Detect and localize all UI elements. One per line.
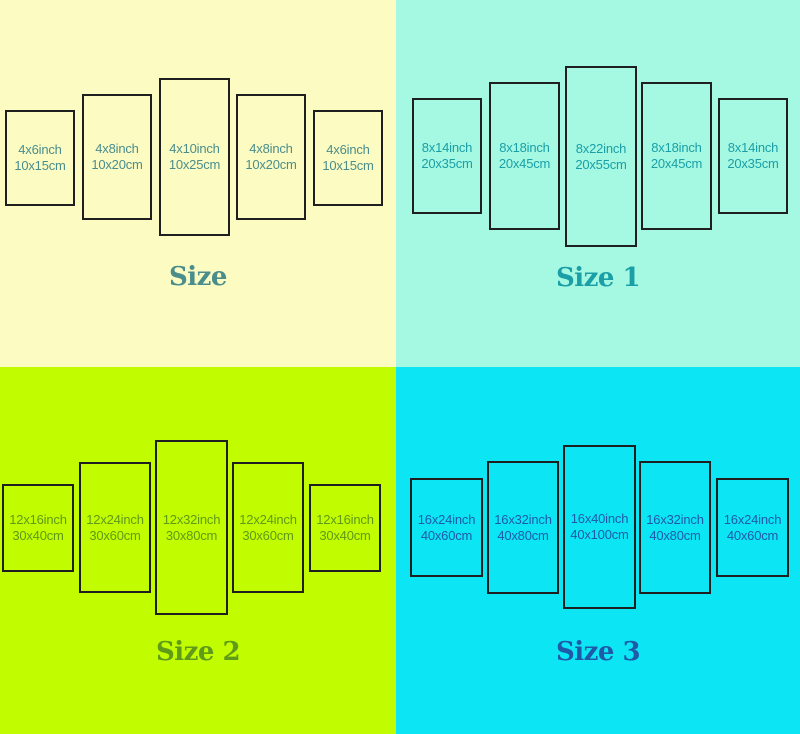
canvas-panel-3: 4x10inch 10x25cm bbox=[159, 78, 230, 236]
section-title: Size bbox=[169, 262, 227, 292]
canvas-panel-3: 8x22inch 20x55cm bbox=[565, 66, 637, 247]
canvas-panel-2: 16x32inch 40x80cm bbox=[487, 461, 559, 594]
canvas-panel-4: 4x8inch 10x20cm bbox=[236, 94, 306, 220]
canvas-panel-4: 16x32inch 40x80cm bbox=[639, 461, 711, 594]
panel-inch-label: 16x40inch bbox=[570, 511, 629, 526]
panel-inch-label: 4x8inch bbox=[95, 141, 139, 156]
canvas-panel-1: 16x24inch 40x60cm bbox=[410, 478, 483, 577]
panel-cm-label: 40x80cm bbox=[649, 527, 701, 543]
panel-inch-label: 4x8inch bbox=[249, 141, 293, 156]
canvas-panel-3: 12x32inch 30x80cm bbox=[155, 440, 228, 615]
size-section-0: 4x6inch 10x15cm 4x8inch 10x20cm 4x10inch… bbox=[0, 0, 396, 367]
panel-inch-label: 8x18inch bbox=[499, 140, 550, 155]
panel-cm-label: 20x55cm bbox=[575, 156, 627, 172]
panel-inch-label: 4x10inch bbox=[169, 141, 220, 156]
panel-cm-label: 20x35cm bbox=[727, 156, 779, 171]
canvas-panel-1: 4x6inch 10x15cm bbox=[5, 110, 75, 206]
panel-inch-label: 4x6inch bbox=[18, 142, 62, 157]
section-title: Size 3 bbox=[555, 637, 641, 667]
panel-inch-label: 12x24inch bbox=[86, 511, 144, 527]
canvas-panel-2: 8x18inch 20x45cm bbox=[489, 82, 560, 230]
panel-inch-label: 12x16inch bbox=[9, 512, 67, 527]
panel-cm-label: 40x80cm bbox=[497, 527, 549, 543]
canvas-panel-5: 4x6inch 10x15cm bbox=[313, 110, 383, 206]
canvas-panel-5: 16x24inch 40x60cm bbox=[716, 478, 789, 577]
panel-inch-label: 8x14inch bbox=[727, 140, 779, 155]
canvas-panel-5: 8x14inch 20x35cm bbox=[718, 98, 788, 214]
panel-inch-label: 4x6inch bbox=[326, 142, 370, 157]
panel-cm-label: 40x60cm bbox=[420, 527, 473, 543]
canvas-panel-2: 4x8inch 10x20cm bbox=[82, 94, 152, 220]
canvas-panel-2: 12x24inch 30x60cm bbox=[79, 462, 151, 593]
panel-inch-label: 8x22inch bbox=[575, 140, 627, 156]
panel-cm-label: 10x15cm bbox=[14, 158, 66, 173]
panel-cm-label: 30x60cm bbox=[242, 527, 294, 543]
panel-inch-label: 16x24inch bbox=[417, 511, 476, 527]
size-section-1: 8x14inch 20x35cm 8x18inch 20x45cm 8x22in… bbox=[396, 0, 800, 367]
canvas-panel-1: 12x16inch 30x40cm bbox=[2, 484, 74, 572]
section-title: Size 1 bbox=[555, 263, 641, 293]
panel-cm-label: 10x20cm bbox=[91, 157, 143, 172]
canvas-panel-4: 8x18inch 20x45cm bbox=[641, 82, 712, 230]
panel-cm-label: 20x35cm bbox=[421, 156, 473, 171]
panel-inch-label: 8x18inch bbox=[651, 140, 702, 155]
panel-cm-label: 40x60cm bbox=[726, 527, 779, 543]
panel-inch-label: 8x14inch bbox=[421, 140, 473, 155]
panel-cm-label: 30x80cm bbox=[165, 527, 218, 543]
panel-cm-label: 10x25cm bbox=[168, 157, 221, 172]
size-section-2: 12x16inch 30x40cm 12x24inch 30x60cm 12x3… bbox=[0, 367, 396, 734]
panel-cm-label: 20x45cm bbox=[650, 156, 703, 171]
panel-cm-label: 30x40cm bbox=[319, 528, 371, 543]
canvas-panel-3: 16x40inch 40x100cm bbox=[563, 445, 636, 609]
panel-cm-label: 40x100cm bbox=[570, 527, 629, 542]
size-section-3: 16x24inch 40x60cm 16x32inch 40x80cm 16x4… bbox=[396, 367, 800, 734]
canvas-panel-5: 12x16inch 30x40cm bbox=[309, 484, 381, 572]
section-title: Size 2 bbox=[155, 637, 241, 667]
panel-cm-label: 10x20cm bbox=[245, 157, 297, 172]
panel-cm-label: 20x45cm bbox=[498, 156, 551, 171]
canvas-panel-4: 12x24inch 30x60cm bbox=[232, 462, 304, 593]
canvas-panel-1: 8x14inch 20x35cm bbox=[412, 98, 482, 214]
panel-cm-label: 10x15cm bbox=[322, 158, 374, 173]
panel-inch-label: 12x16inch bbox=[316, 512, 374, 527]
panel-inch-label: 16x32inch bbox=[646, 511, 704, 527]
panel-cm-label: 30x40cm bbox=[12, 528, 64, 543]
panel-inch-label: 12x24inch bbox=[239, 511, 297, 527]
panel-inch-label: 16x32inch bbox=[494, 511, 552, 527]
panel-cm-label: 30x60cm bbox=[89, 527, 141, 543]
panel-inch-label: 16x24inch bbox=[723, 511, 782, 527]
panel-inch-label: 12x32inch bbox=[162, 511, 221, 527]
